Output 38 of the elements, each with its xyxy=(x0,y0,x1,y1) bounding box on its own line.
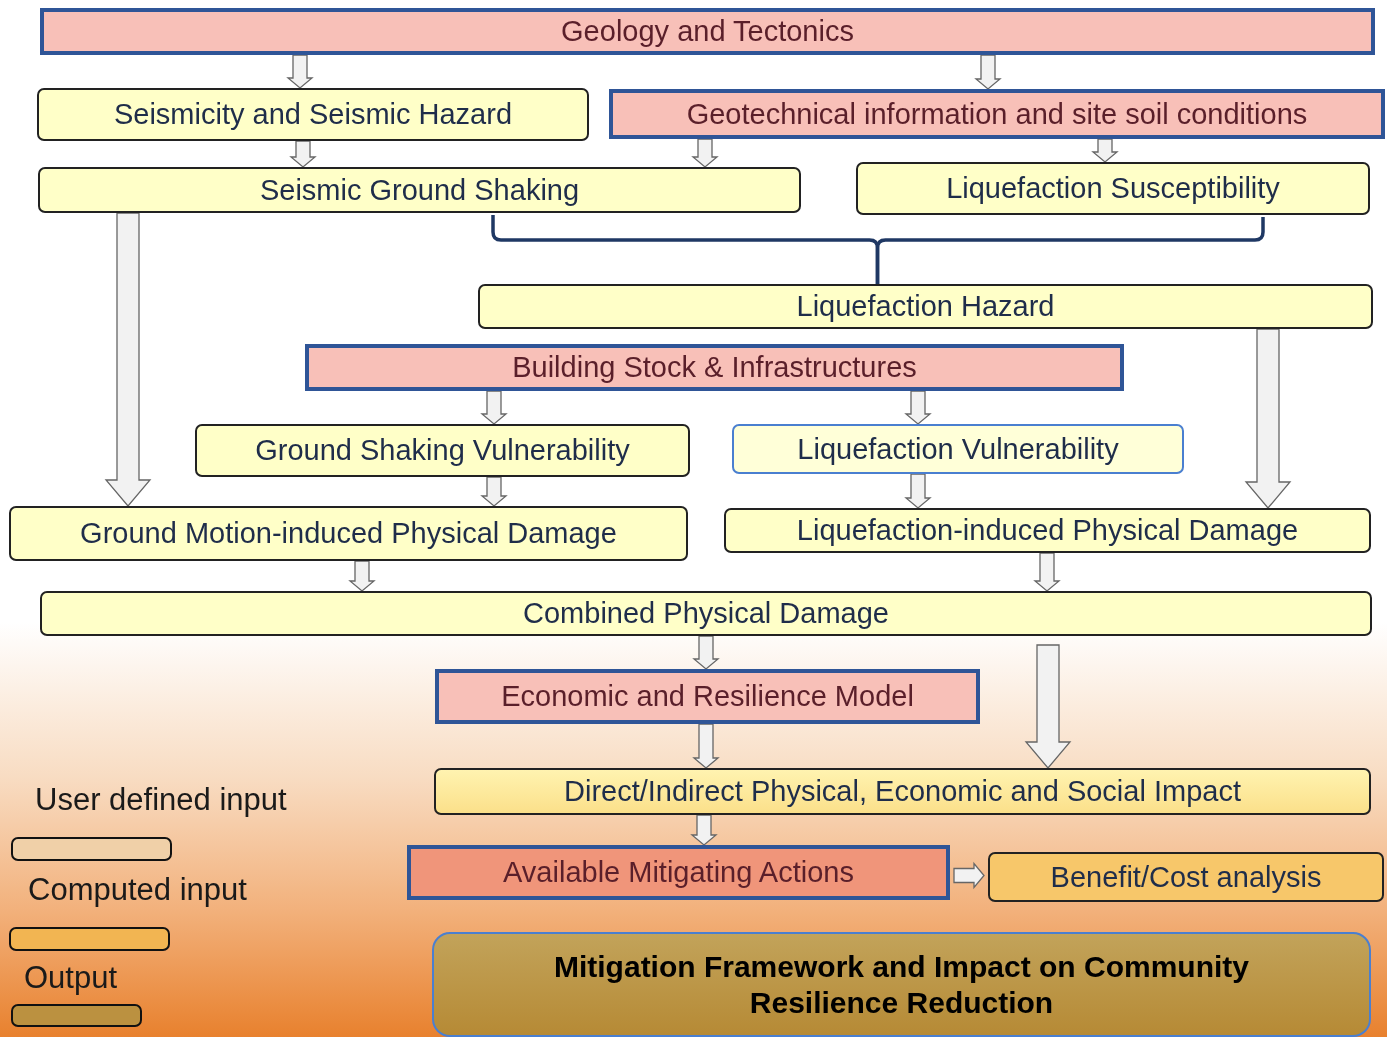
block-arrow xyxy=(692,635,720,670)
process-box: Direct/Indirect Physical, Economic and Social Impact xyxy=(434,768,1371,815)
process-box: Seismicity and Seismic Hazard xyxy=(37,88,589,141)
block-arrow xyxy=(690,814,718,846)
input-box: Available Mitigating Actions xyxy=(407,845,950,900)
legend-label: Computed input xyxy=(28,872,247,908)
block-arrow xyxy=(1033,552,1061,592)
block-arrow xyxy=(904,473,932,509)
block-arrow xyxy=(691,138,719,168)
block-arrow xyxy=(286,54,314,89)
process-box: Ground Shaking Vulnerability xyxy=(195,424,690,477)
block-arrow xyxy=(692,723,720,769)
block-arrow xyxy=(480,476,508,507)
process-box: Liquefaction Susceptibility xyxy=(856,162,1370,215)
block-arrow xyxy=(104,212,152,507)
process-box: Liquefaction Hazard xyxy=(478,284,1373,329)
input-box: Geology and Tectonics xyxy=(40,8,1375,55)
legend-label: Output xyxy=(24,960,118,996)
block-arrow xyxy=(974,54,1002,90)
block-arrow xyxy=(1244,328,1292,509)
legend-label: User defined input xyxy=(35,782,287,818)
input-box: Economic and Resilience Model xyxy=(435,669,980,724)
output-box: Mitigation Framework and Impact on Community Resilience Reduction xyxy=(432,932,1371,1037)
process-box: Liquefaction Vulnerability xyxy=(732,424,1184,474)
process-box: Ground Motion-induced Physical Damage xyxy=(9,506,688,561)
process-box: Seismic Ground Shaking xyxy=(38,167,801,213)
block-arrow xyxy=(289,140,317,168)
block-arrow xyxy=(1024,644,1072,769)
block-arrow xyxy=(953,861,985,890)
block-arrow xyxy=(348,560,376,592)
block-arrow xyxy=(1091,138,1119,163)
block-arrow xyxy=(480,390,508,425)
process-box: Combined Physical Damage xyxy=(40,591,1372,636)
process-box: Benefit/Cost analysis xyxy=(988,852,1384,902)
input-box: Geotechnical information and site soil conditions xyxy=(609,89,1385,139)
block-arrow xyxy=(904,390,932,425)
input-box: Building Stock & Infrastructures xyxy=(305,344,1124,391)
process-box: Liquefaction-induced Physical Damage xyxy=(724,508,1371,553)
